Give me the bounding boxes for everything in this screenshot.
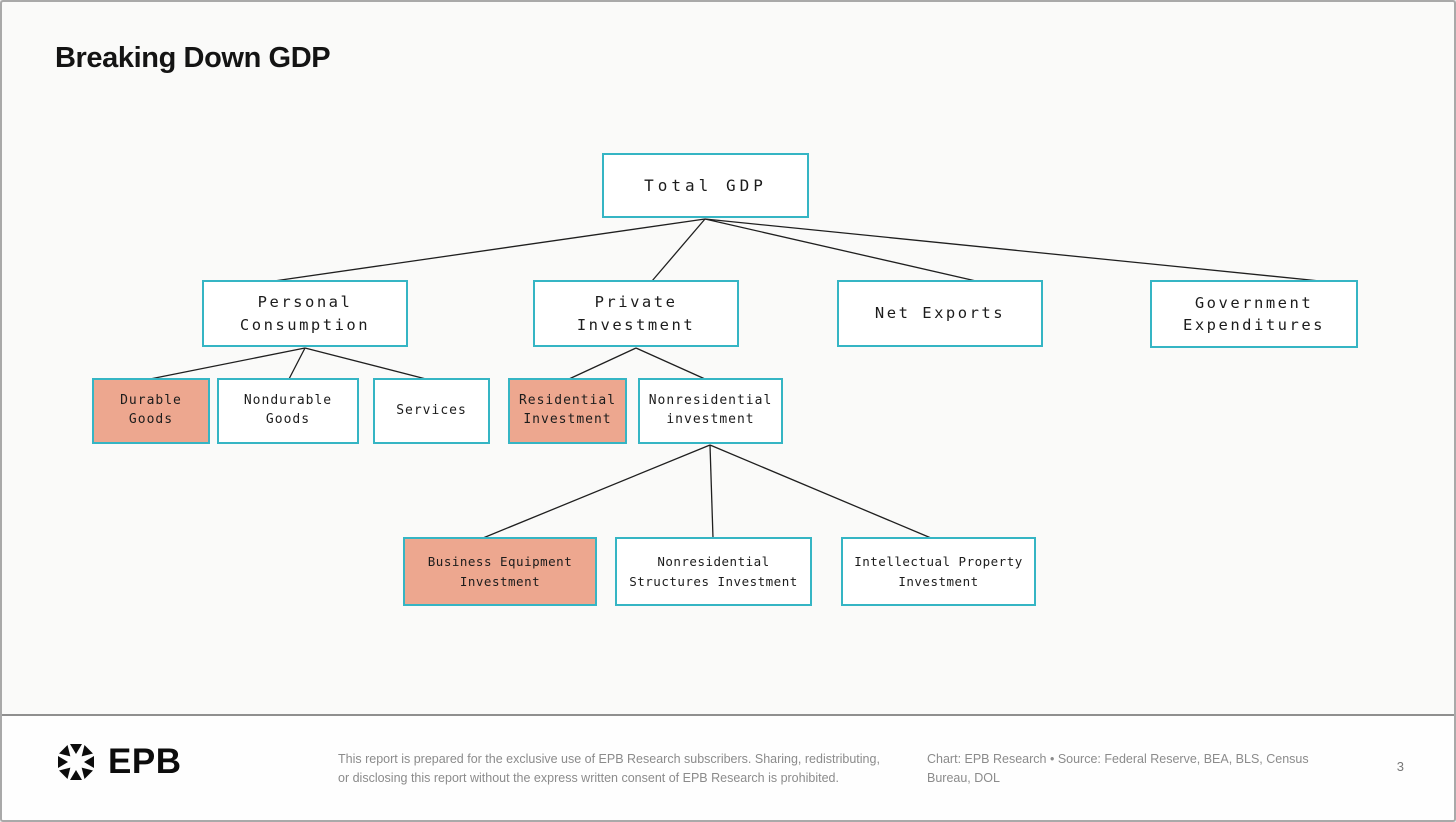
epb-logo-text: EPB <box>108 742 182 781</box>
page-title: Breaking Down GDP <box>55 42 331 74</box>
node-durable-goods: Durable Goods <box>92 378 210 444</box>
node-nondurable-goods: Nondurable Goods <box>217 378 359 444</box>
node-personal-consumption: Personal Consumption <box>202 280 408 347</box>
disclaimer-text: This report is prepared for the exclusiv… <box>338 752 880 786</box>
epb-logo: EPB <box>54 740 181 784</box>
node-nonresidential-structures-investment: Nonresidential Structures Investment <box>615 537 812 606</box>
footer: EPB This report is prepared for the excl… <box>2 714 1454 820</box>
node-intellectual-property-investment: Intellectual Property Investment <box>841 537 1036 606</box>
source-credit-text: Chart: EPB Research • Source: Federal Re… <box>927 752 1309 786</box>
node-residential-investment: Residential Investment <box>508 378 627 444</box>
node-government-expenditures: Government Expenditures <box>1150 280 1358 348</box>
node-business-equipment-investment: Business Equipment Investment <box>403 537 597 606</box>
node-services: Services <box>373 378 490 444</box>
epb-logo-icon <box>54 740 98 784</box>
node-net-exports: Net Exports <box>837 280 1043 347</box>
node-total-gdp: Total GDP <box>602 153 809 218</box>
node-private-investment: Private Investment <box>533 280 739 347</box>
page-number: 3 <box>1396 759 1404 774</box>
node-nonresidential-investment: Nonresidential investment <box>638 378 783 444</box>
